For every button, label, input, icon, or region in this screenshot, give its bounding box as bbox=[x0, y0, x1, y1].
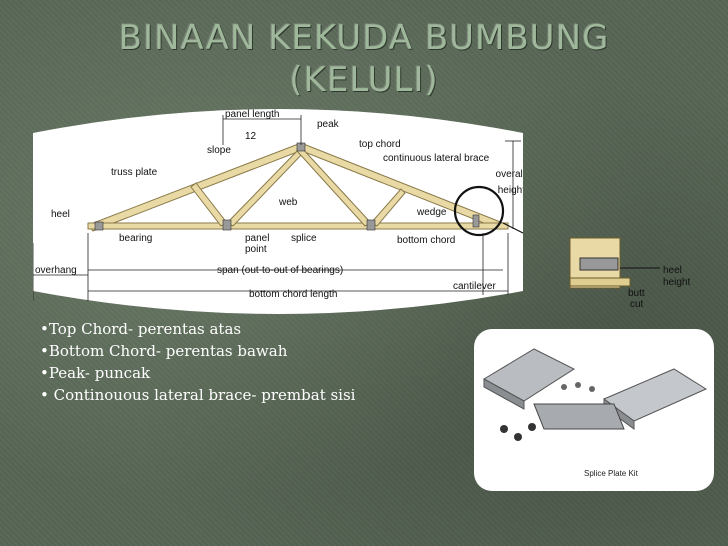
label-bottom-chord-length: bottom chord length bbox=[249, 289, 337, 300]
label-span: span (out-to-out of bearings) bbox=[217, 265, 343, 276]
detail-circle bbox=[453, 185, 505, 237]
splice-plate-kit-photo: Splice Plate Kit bbox=[474, 329, 714, 491]
label-web: web bbox=[278, 197, 298, 208]
heel-detail: heel height butt cut bbox=[569, 237, 690, 308]
label-peak: peak bbox=[317, 119, 340, 130]
label-bearing: bearing bbox=[119, 233, 152, 244]
photo-caption: Splice Plate Kit bbox=[584, 469, 638, 478]
label-detail-height: height bbox=[663, 277, 690, 288]
bullet-list: •Top Chord- perentas atas •Bottom Chord-… bbox=[40, 318, 460, 406]
label-continuous-lateral-brace: continuous lateral brace bbox=[383, 153, 490, 164]
label-slope: slope bbox=[207, 145, 231, 156]
label-overhang: overhang bbox=[35, 265, 77, 276]
label-cantilever: cantilever bbox=[453, 281, 496, 292]
label-height: height bbox=[498, 185, 523, 196]
bullet-item: •Bottom Chord- perentas bawah bbox=[40, 342, 288, 360]
bullet-item: •Peak- puncak bbox=[40, 364, 151, 382]
bullet-item: • Continouous lateral brace- prembat sis… bbox=[40, 386, 356, 404]
label-detail-butt: butt bbox=[628, 288, 645, 299]
web-1 bbox=[190, 182, 228, 227]
truss-plate-splice bbox=[366, 219, 376, 231]
label-truss-plate: truss plate bbox=[111, 167, 158, 178]
label-panel: panel bbox=[245, 233, 269, 244]
slide-title-line2: (KELULI) bbox=[289, 60, 439, 100]
label-panel-length: panel length bbox=[225, 109, 280, 120]
label-point: point bbox=[245, 244, 267, 255]
label-detail-cut: cut bbox=[630, 299, 644, 308]
truss-plate-heel bbox=[94, 221, 104, 231]
label-heel: heel bbox=[51, 209, 70, 220]
label-bottom-chord: bottom chord bbox=[397, 235, 455, 246]
slide-title-line1: BINAAN KEKUDA BUMBUNG bbox=[118, 18, 610, 58]
label-overall: overall bbox=[496, 169, 523, 180]
bottom-chord bbox=[87, 222, 509, 230]
splice-plate-kit-illustration bbox=[482, 348, 708, 441]
label-top-chord: top chord bbox=[359, 139, 401, 150]
label-detail-heel: heel bbox=[663, 265, 682, 276]
diagram-panel bbox=[33, 109, 523, 314]
bullet-item: •Top Chord- perentas atas bbox=[40, 320, 242, 338]
label-slope-value: 12 bbox=[245, 131, 257, 142]
wedge bbox=[472, 214, 480, 228]
truss-plate-panel bbox=[222, 219, 232, 231]
label-splice: splice bbox=[291, 233, 317, 244]
truss-diagram: panel length 12 slope peak top chord con… bbox=[33, 109, 523, 314]
label-wedge: wedge bbox=[416, 207, 447, 218]
